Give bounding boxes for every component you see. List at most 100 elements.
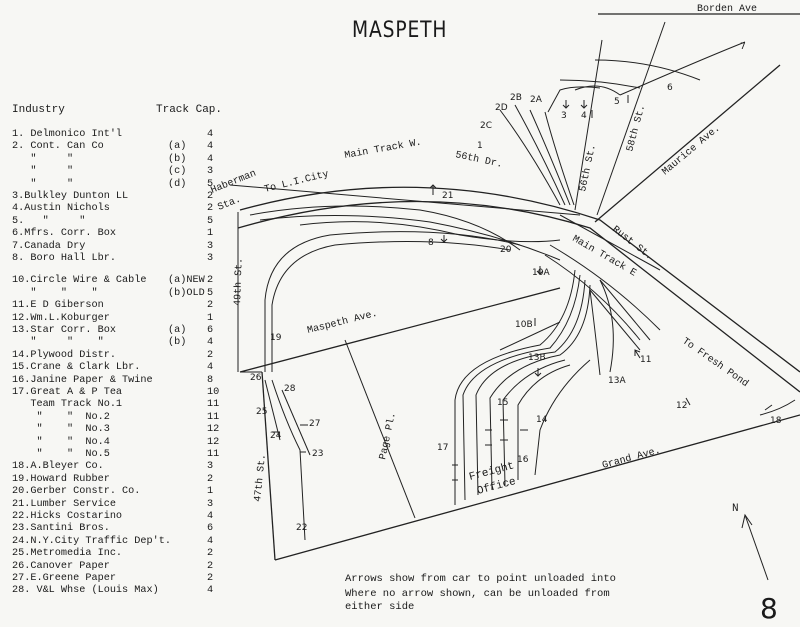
industry-name: 13.Star Corr. Box bbox=[12, 325, 116, 336]
track-capacity: 6 bbox=[207, 523, 214, 535]
legend-header-track-cap: Track Cap. bbox=[156, 104, 223, 116]
industry-name: 3.Bulkley Dunton LL bbox=[12, 191, 129, 202]
industry-name: " " " bbox=[12, 337, 104, 349]
legend-row: 7.Canada Dry 3 bbox=[12, 240, 214, 252]
label-49th-st: 49th St. bbox=[232, 258, 246, 306]
industry-name: 6.Mfrs. Corr. Box bbox=[12, 228, 116, 240]
industry-sub: (b) bbox=[168, 153, 187, 165]
maurice-ave-line bbox=[594, 64, 781, 223]
58th-st-line bbox=[596, 21, 666, 216]
siding-1: 1 bbox=[477, 141, 483, 151]
legend-row: 2. Cont. Can Co(a)4 bbox=[12, 141, 213, 153]
track-capacity: 5 bbox=[207, 215, 214, 227]
label-page-pl: Page Pl. bbox=[377, 411, 399, 460]
main-track-w bbox=[239, 186, 800, 373]
siding-20: 20 bbox=[500, 245, 512, 255]
industry-name: 7.Canada Dry bbox=[12, 240, 86, 252]
legend-row: 20.Gerber Constr. Co. 1 bbox=[12, 486, 214, 498]
legend-row: 13.Star Corr. Box(a)6 bbox=[12, 325, 213, 336]
siding-17: 17 bbox=[437, 443, 448, 453]
industry-name: 24.N.Y.City Traffic Dep't. bbox=[12, 535, 171, 547]
industry-name: " " " bbox=[12, 287, 98, 299]
legend-row: 25.Metromedia Inc.2 bbox=[12, 548, 214, 560]
siding-11: 11 bbox=[640, 355, 651, 365]
main-track-e bbox=[237, 200, 800, 393]
siding-16: 16 bbox=[517, 455, 529, 465]
legend-row: 15.Crane & Clark Lbr.4 bbox=[12, 362, 213, 373]
legend-row: " " No.2 11 bbox=[12, 411, 219, 423]
track-capacity: 4 bbox=[207, 511, 214, 522]
legend-row: " " "(b)4 bbox=[12, 337, 213, 349]
legend-row: 14.Plywood Distr.2 bbox=[12, 349, 214, 361]
legend-row: " "(b)4 bbox=[12, 153, 213, 165]
industry-name: 28. V&L Whse (Louis Max) bbox=[12, 585, 159, 597]
track-capacity: 1 bbox=[207, 228, 214, 240]
siding-4: 4 bbox=[581, 111, 587, 121]
label-56th-dr: 56th Dr. bbox=[454, 149, 503, 171]
track-capacity: 8 bbox=[207, 374, 214, 386]
siding-3: 3 bbox=[561, 111, 567, 121]
track-capacity: 11 bbox=[207, 411, 220, 423]
siding-2c: 2C bbox=[480, 121, 492, 131]
label-47th-st: 47th St. bbox=[252, 453, 269, 502]
label-to-fresh-pond: To Fresh Pond bbox=[680, 335, 751, 390]
track-capacity: 3 bbox=[207, 240, 214, 252]
siding-15: 15 bbox=[497, 398, 508, 408]
industry-name: 2. Cont. Can Co bbox=[12, 141, 104, 153]
industry-sub: (a) bbox=[168, 141, 187, 153]
industry-name: 18.A.Bleyer Co. bbox=[12, 461, 104, 473]
industry-name: 1. Delmonico Int'l bbox=[12, 129, 123, 140]
siding-5: 5 bbox=[614, 97, 620, 107]
industry-name: 4.Austin Nichols bbox=[12, 203, 110, 215]
legend-row: 24.N.Y.City Traffic Dep't. 4 bbox=[12, 535, 214, 547]
rust-st-line bbox=[559, 214, 661, 271]
label-north: N bbox=[732, 503, 739, 515]
label-maspeth-ave: Maspeth Ave. bbox=[306, 308, 379, 337]
industry-name: 20.Gerber Constr. Co. bbox=[12, 486, 141, 498]
industry-name: 23.Santini Bros. bbox=[12, 523, 110, 535]
track-capacity: 11 bbox=[207, 449, 220, 460]
label-maurice-ave: Maurice Ave. bbox=[660, 123, 723, 178]
industry-name: " " No.2 bbox=[12, 411, 110, 423]
legend-header-industry: Industry bbox=[12, 104, 65, 116]
industry-name: " " bbox=[12, 166, 74, 178]
track-capacity: 11 bbox=[207, 399, 220, 411]
industry-name: 17.Great A & P Tea bbox=[12, 387, 123, 398]
siding-25: 25 bbox=[256, 407, 267, 417]
industry-sub: (b)OLD bbox=[168, 287, 205, 299]
industry-name: 5. " " bbox=[12, 215, 86, 227]
siding-19: 19 bbox=[270, 333, 282, 343]
track-capacity: 5 bbox=[207, 287, 214, 299]
industry-sub: (c) bbox=[168, 166, 187, 178]
label-borden-ave: Borden Ave bbox=[697, 3, 757, 15]
industry-name: 10.Circle Wire & Cable bbox=[12, 275, 147, 287]
track-capacity: 3 bbox=[207, 253, 214, 264]
industry-name: 21.Lumber Service bbox=[12, 498, 116, 510]
track-capacity: 4 bbox=[207, 535, 214, 547]
track-capacity: 2 bbox=[207, 349, 214, 361]
track-capacity: 12 bbox=[207, 424, 220, 436]
page-number: 8 bbox=[760, 592, 778, 625]
track-capacity: 2 bbox=[207, 548, 214, 560]
legend-row: " "(c)3 bbox=[12, 166, 213, 178]
siding-21: 21 bbox=[442, 191, 453, 201]
legend-row: 18.A.Bleyer Co.3 bbox=[12, 461, 213, 473]
siding-24: 24 bbox=[270, 431, 282, 441]
maspeth-ave-line bbox=[239, 287, 561, 373]
siding-10a: 10A bbox=[532, 268, 550, 278]
siding-27: 27 bbox=[309, 419, 320, 429]
north-arrow bbox=[744, 514, 769, 581]
label-56th-st: 56th St. bbox=[577, 143, 599, 192]
siding-8: 8 bbox=[428, 238, 434, 248]
track-capacity: 1 bbox=[207, 486, 214, 498]
label-haberman: Haberman bbox=[209, 168, 258, 197]
track-capacity: 10 bbox=[207, 387, 220, 398]
industry-sub: (b) bbox=[168, 337, 187, 349]
